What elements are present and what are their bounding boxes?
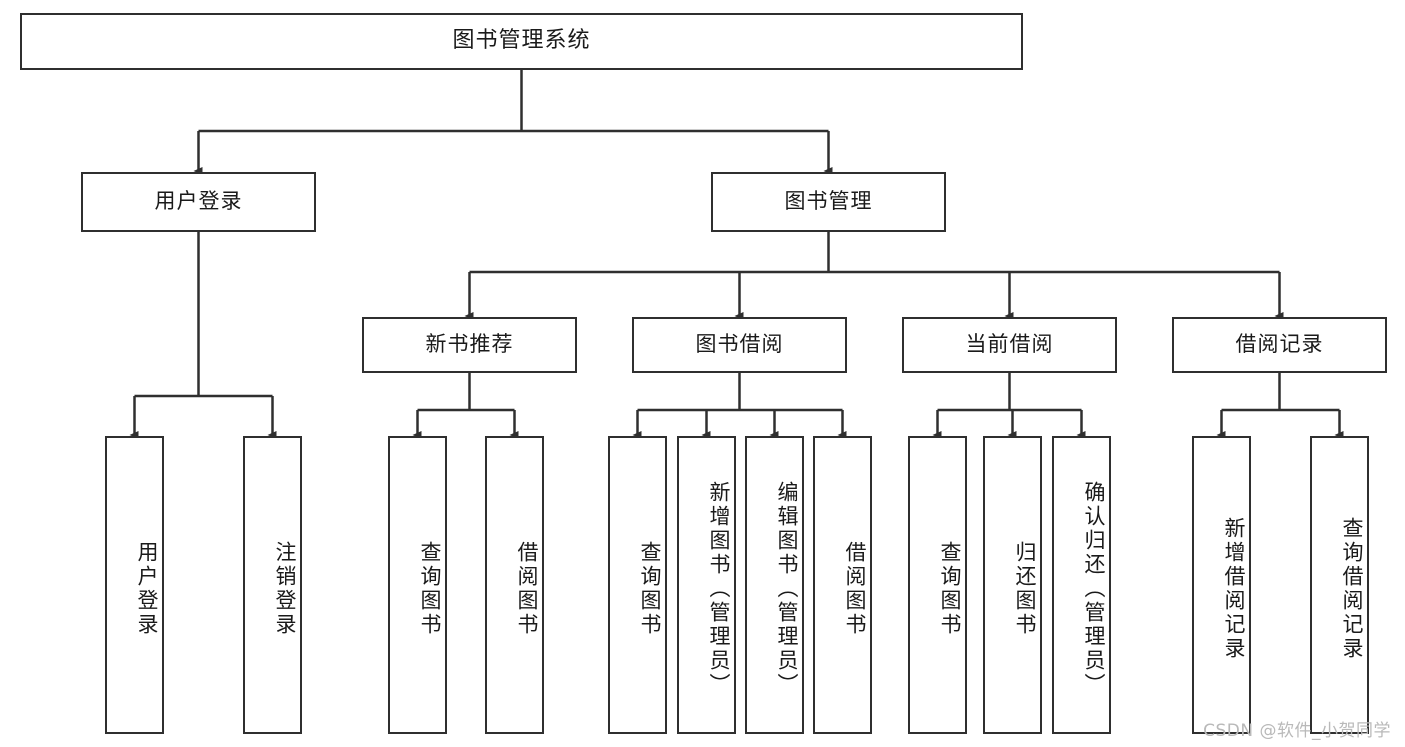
node-label: 图书管理 [784,189,873,214]
node-leaf-edit-book[interactable]: 编辑图书（管理员） [745,436,804,734]
node-leaf-query-book-rec[interactable]: 查询图书 [388,436,447,734]
node-label: 借阅图书 [515,541,539,637]
node-label: 当前借阅 [965,332,1054,357]
node-label: 归还图书 [1013,541,1037,637]
node-leaf-borrow-book-rec[interactable]: 借阅图书 [485,436,544,734]
node-label: 借阅记录 [1235,332,1324,357]
node-label: 借阅图书 [843,541,867,637]
node-label: 新增借阅记录 [1222,517,1246,661]
node-book-borrow[interactable]: 图书借阅 [632,317,847,373]
node-leaf-confirm-return[interactable]: 确认归还（管理员） [1052,436,1111,734]
node-leaf-add-book[interactable]: 新增图书（管理员） [677,436,736,734]
node-leaf-query-book-bb[interactable]: 查询图书 [608,436,667,734]
node-borrow-record[interactable]: 借阅记录 [1172,317,1387,373]
node-label: 查询图书 [418,541,442,637]
node-leaf-return-book[interactable]: 归还图书 [983,436,1042,734]
node-label: 新书推荐 [425,332,514,357]
node-new-book-rec[interactable]: 新书推荐 [362,317,577,373]
node-book-manage[interactable]: 图书管理 [711,172,946,232]
node-leaf-add-record[interactable]: 新增借阅记录 [1192,436,1251,734]
node-root[interactable]: 图书管理系统 [20,13,1023,70]
node-label: 查询图书 [938,541,962,637]
node-label: 图书管理系统 [452,28,591,54]
node-leaf-logout[interactable]: 注销登录 [243,436,302,734]
node-leaf-query-book-cb[interactable]: 查询图书 [908,436,967,734]
node-label: 编辑图书（管理员） [775,481,799,697]
node-label: 新增图书（管理员） [707,481,731,697]
node-label: 注销登录 [273,541,297,637]
watermark-text: CSDN @软件_小贺同学 [1203,721,1391,741]
node-label: 用户登录 [135,541,159,637]
node-user-login[interactable]: 用户登录 [81,172,316,232]
node-leaf-user-login[interactable]: 用户登录 [105,436,164,734]
node-label: 图书借阅 [695,332,784,357]
node-leaf-query-record[interactable]: 查询借阅记录 [1310,436,1369,734]
node-current-borrow[interactable]: 当前借阅 [902,317,1117,373]
node-label: 用户登录 [154,189,243,214]
node-label: 确认归还（管理员） [1082,481,1106,697]
node-label: 查询借阅记录 [1340,517,1364,661]
node-label: 查询图书 [638,541,662,637]
node-leaf-borrow-book-bb[interactable]: 借阅图书 [813,436,872,734]
